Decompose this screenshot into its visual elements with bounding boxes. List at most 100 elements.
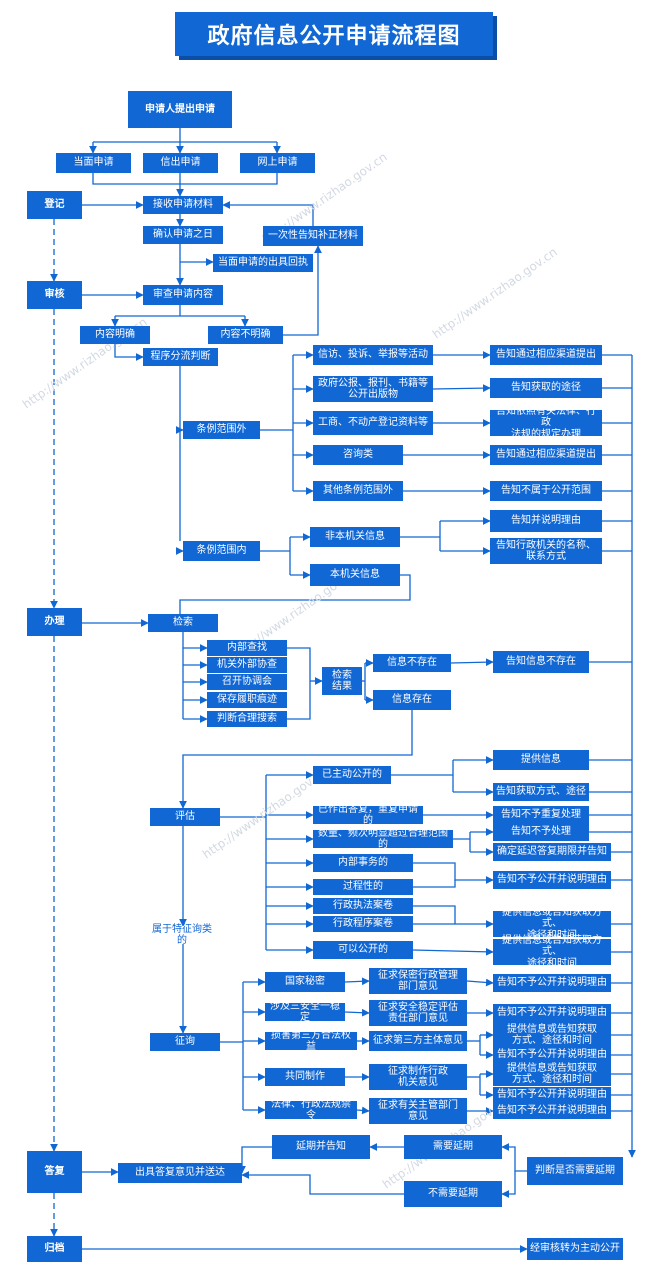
- connector: [114, 344, 144, 361]
- node-archive: 归档: [27, 1236, 82, 1262]
- connector: [344, 1008, 370, 1017]
- node-judge-extend: 判断是否需要延期: [527, 1157, 623, 1185]
- node-not-own: 非本机关信息: [310, 527, 400, 547]
- node-registry: 工商、不动产登记资料等: [313, 411, 433, 435]
- node-unclear: 内容不明确: [208, 326, 283, 344]
- node-provide: 提供信息: [493, 750, 589, 770]
- node-special-query: 属于特征询类的: [146, 924, 218, 946]
- connector: [287, 647, 311, 720]
- connector: [413, 880, 456, 888]
- node-notify-contact: 告知行政机关的名称、 联系方式: [490, 538, 602, 564]
- node-s-trace: 保存履职痕迹: [207, 692, 287, 708]
- node-co-made: 共同制作: [265, 1068, 345, 1086]
- node-third-party: 损害第三方合法权益: [265, 1030, 357, 1052]
- connector: [241, 1146, 272, 1170]
- node-notify-refuse6: 告知不予公开并说明理由: [493, 1103, 611, 1119]
- node-notify-refuse4: 告知不予公开并说明理由: [493, 1047, 611, 1063]
- node-search: 检索: [148, 614, 218, 632]
- node-provide-or-notify2: 提供信息或告知获取方式、 途径和时间: [493, 935, 611, 969]
- node-law-enforcement: 行政执法案卷: [313, 898, 413, 914]
- node-admin-case: 行政程序案卷: [313, 916, 413, 932]
- node-gazette: 政府公报、报刊、书籍等 公开出版物: [313, 376, 433, 402]
- node-consultation: 征询: [150, 1033, 220, 1051]
- node-seek-stability: 征求安全稳定评估 责任部门意见: [369, 1000, 467, 1026]
- connector: [179, 574, 411, 618]
- connector: [412, 947, 494, 956]
- node-m-online: 网上申请: [240, 153, 315, 173]
- connector: [501, 1171, 516, 1198]
- node-to-active: 经审核转为主动公开: [527, 1238, 623, 1260]
- node-provide-or-notify3: 提供信息或告知获取 方式、途径和时间: [493, 1022, 611, 1048]
- node-notify-refuse5: 告知不予公开并说明理由: [493, 1087, 611, 1103]
- connector: [501, 1143, 527, 1172]
- node-can-public: 可以公开的: [313, 941, 413, 959]
- node-not-exist: 信息不存在: [373, 654, 451, 672]
- node-law-ban: 法律、行政法规禁令: [265, 1099, 357, 1121]
- node-other-out: 其他条例范围外: [313, 481, 403, 501]
- node-duplicate: 已作出答复，重复申请的: [313, 804, 423, 826]
- node-consult: 咨询类: [313, 445, 403, 465]
- connector: [222, 201, 314, 222]
- node-seek-supervisor: 征求有关主管部门 意见: [369, 1098, 467, 1124]
- node-search-result: 检索 结果: [322, 667, 362, 695]
- node-notify-explain: 告知并说明理由: [490, 510, 602, 532]
- connector: [413, 862, 494, 884]
- node-own: 本机关信息: [310, 564, 400, 586]
- node-reply: 答复: [27, 1151, 82, 1193]
- node-triage: 程序分流判断: [143, 348, 218, 366]
- node-notify-no-process: 告知不予处理: [493, 823, 589, 841]
- node-confirm-date: 确认申请之日: [143, 226, 223, 244]
- node-notify-refuse3: 告知不予公开并说明理由: [493, 1004, 611, 1022]
- node-m-inperson: 当面申请: [56, 153, 131, 173]
- node-s-meeting: 召开协调会: [207, 674, 287, 690]
- node-evaluate: 评估: [150, 808, 220, 826]
- node-notify-no-repeat: 告知不予重复处理: [493, 806, 589, 824]
- node-seek-secret: 征求保密行政管理 部门意见: [369, 968, 467, 994]
- node-inperson-receipt: 当面申请的出具回执: [213, 254, 313, 272]
- connector: [450, 658, 494, 667]
- node-s-reasonable: 判断合理搜索: [207, 711, 287, 727]
- node-clear: 内容明确: [80, 326, 150, 344]
- node-provide-or-notify4: 提供信息或告知获取 方式、途径和时间: [493, 1062, 611, 1086]
- node-out-scope: 条例范围外: [183, 421, 260, 439]
- node-in-scope: 条例范围内: [183, 541, 260, 561]
- connector: [356, 1106, 370, 1115]
- node-excessive: 数量、频次明显超过合理范围的: [313, 828, 453, 850]
- node-provide-or-notify1: 提供信息或告知获取方式、 途径和时间: [493, 907, 611, 941]
- node-s-internal: 内部查找: [207, 640, 287, 656]
- node-notify-law: 告知依照有关法律、行政 法规的规定办理: [490, 406, 602, 440]
- node-notify-not-exist: 告知信息不存在: [493, 651, 589, 673]
- node-review-content: 审查申请内容: [143, 285, 223, 305]
- node-notify-not-scope: 告知不属于公开范围: [490, 481, 602, 501]
- node-notify-method: 告知获取方式、途径: [493, 783, 589, 801]
- node-internal-affairs: 内部事务的: [313, 854, 413, 872]
- connector: [241, 1171, 404, 1195]
- chart-title: 政府信息公开申请流程图: [175, 12, 493, 56]
- node-seek-coauthor: 征求制作行政 机关意见: [369, 1064, 467, 1090]
- node-state-secret: 国家秘密: [265, 972, 345, 992]
- node-need-extend: 需要延期: [404, 1135, 502, 1159]
- node-already-public: 已主动公开的: [313, 766, 391, 784]
- node-receive: 接收申请材料: [143, 196, 223, 214]
- node-review: 审核: [27, 281, 82, 309]
- node-notify-channel2: 告知通过相应渠道提出: [490, 445, 602, 465]
- node-notify-supplement: 一次性告知补正材料: [263, 226, 363, 246]
- node-notify-refuse1: 告知不予公开并说明理由: [493, 871, 611, 889]
- node-three-security: 涉及三安全一稳定: [265, 1001, 345, 1023]
- node-notify-access: 告知获取的途径: [490, 378, 602, 398]
- node-petition: 信访、投诉、举报等活动: [313, 345, 433, 365]
- connector: [283, 245, 322, 336]
- node-extend-notice: 确定延迟答复期限并告知: [493, 843, 611, 861]
- connector: [413, 905, 494, 928]
- node-seek-third: 征求第三方主体意见: [369, 1031, 467, 1051]
- node-notify-refuse2: 告知不予公开并说明理由: [493, 974, 611, 992]
- node-extend-notify: 延期并告知: [272, 1135, 370, 1159]
- connector: [344, 977, 370, 986]
- node-exist: 信息存在: [373, 690, 451, 710]
- node-m-letter: 信出申请: [143, 153, 218, 173]
- node-register: 登记: [27, 191, 82, 219]
- node-handle: 办理: [27, 608, 82, 636]
- node-s-external: 机关外部协查: [207, 657, 287, 673]
- node-notify-channel1: 告知通过相应渠道提出: [490, 345, 602, 365]
- connector: [179, 710, 413, 809]
